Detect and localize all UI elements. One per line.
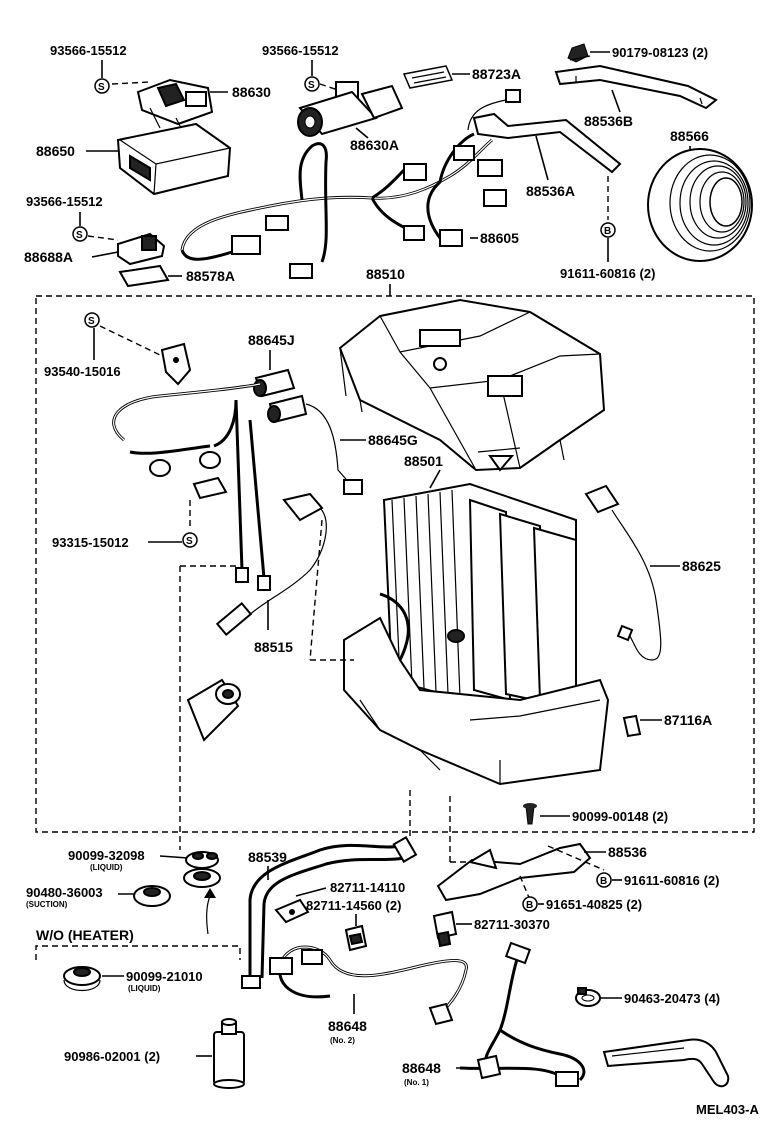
callout-88536A: 88536A xyxy=(526,183,575,199)
callout-88536: 88536 xyxy=(608,844,647,860)
callout-90099-32098: 90099-32098 xyxy=(68,848,145,863)
clamp-bracket xyxy=(160,342,192,386)
magnetic-clutch-relay-88630A xyxy=(297,81,404,137)
unit-assembly-boundary xyxy=(35,295,755,833)
callout-88648-no1: 88648 xyxy=(402,1060,441,1076)
callout-93566-15512-lower: 93566-15512 xyxy=(26,194,103,209)
drain-hose xyxy=(602,1038,730,1088)
callout-90179-08123: 90179-08123 (2) xyxy=(612,45,708,60)
callout-88536B: 88536B xyxy=(584,113,633,129)
callout-88625: 88625 xyxy=(682,558,721,574)
clamp-82711-14560 xyxy=(344,924,368,952)
callout-88648-no2-sub: (No. 2) xyxy=(330,1036,355,1045)
wire-harness-88648-no2 xyxy=(269,945,468,1026)
svg-text:S: S xyxy=(98,82,105,93)
callout-88645J: 88645J xyxy=(248,332,295,348)
callout-88501: 88501 xyxy=(404,453,443,469)
callout-88566: 88566 xyxy=(670,128,709,144)
svg-text:S: S xyxy=(76,230,83,241)
drier-filter xyxy=(186,678,241,742)
compressor-oil-90986-02001 xyxy=(213,1018,245,1089)
callout-93315-15012: 93315-15012 xyxy=(52,535,129,550)
callout-90480-36003-sub: (SUCTION) xyxy=(26,900,68,909)
thermostat-88515 xyxy=(215,492,327,637)
callout-90099-00148: 90099-00148 (2) xyxy=(572,809,668,824)
duct-seal-88566 xyxy=(647,148,753,262)
callout-88648-no2: 88648 xyxy=(328,1018,367,1034)
amplifier-88650 xyxy=(116,122,232,196)
bracket-88688A xyxy=(117,232,166,266)
callout-88688A: 88688A xyxy=(24,249,73,265)
svg-text:B: B xyxy=(600,876,607,887)
clip-82711-14110 xyxy=(274,898,310,924)
o-ring-90099-21010 xyxy=(63,966,101,992)
svg-text:B: B xyxy=(526,900,533,911)
bolt-b-symbol: B xyxy=(522,896,538,912)
relay-bracket-88630 xyxy=(136,78,214,131)
callout-93540-15016: 93540-15016 xyxy=(44,364,121,379)
svg-text:S: S xyxy=(308,80,315,91)
washer-s-symbol: S xyxy=(182,532,198,548)
bracket-88536 xyxy=(436,842,592,902)
svg-text:S: S xyxy=(186,536,193,547)
bolt-b-symbol: B xyxy=(596,872,612,888)
callout-82711-14560: 82711-14560 (2) xyxy=(306,898,401,913)
washer-s-symbol: S xyxy=(94,78,110,94)
callout-90099-21010: 90099-21010 xyxy=(126,969,203,984)
washer-s-symbol: S xyxy=(84,312,100,328)
callout-88510: 88510 xyxy=(366,266,405,282)
callout-88539: 88539 xyxy=(248,849,287,865)
pad-88578A xyxy=(118,264,170,288)
wire-harness-top xyxy=(180,89,521,279)
diagram-code: MEL403-A xyxy=(696,1102,759,1117)
connector-82711-30370 xyxy=(432,910,458,948)
callout-88723A: 88723A xyxy=(472,66,521,82)
thermistor-88645J xyxy=(253,368,308,424)
washer-s-symbol: S xyxy=(304,76,320,92)
hose-clamp-90463-20473 xyxy=(575,987,601,1007)
callout-91611-60816-top: 91611-60816 (2) xyxy=(560,266,655,281)
upper-case-88510 xyxy=(338,298,606,472)
callout-90986-02001: 90986-02001 (2) xyxy=(64,1049,160,1064)
clip-87116A xyxy=(622,714,642,738)
bolt-b-symbol: B xyxy=(600,222,616,238)
evaporator-88501 xyxy=(379,482,577,712)
washer-s-symbol: S xyxy=(72,226,88,242)
bracket-88536A xyxy=(472,112,622,174)
callout-82711-14110: 82711-14110 xyxy=(330,880,405,895)
callout-88650: 88650 xyxy=(36,143,75,159)
callout-90099-21010-sub: (LIQUID) xyxy=(128,984,161,993)
callout-88578A: 88578A xyxy=(186,268,235,284)
callout-91611-60816-bottom: 91611-60816 (2) xyxy=(624,873,719,888)
nut-90179-08123 xyxy=(567,43,591,63)
refrigerant-pipes xyxy=(112,382,271,591)
callout-88515: 88515 xyxy=(254,639,293,655)
section-wo-heater: W/O (HEATER) xyxy=(36,927,134,943)
wire-harness-88648-no1 xyxy=(459,941,586,1087)
callout-82711-30370: 82711-30370 xyxy=(474,917,550,932)
lower-case xyxy=(343,616,610,786)
o-ring-90480-36003 xyxy=(133,885,171,907)
callout-93566-15512-middle: 93566-15512 xyxy=(262,43,339,58)
svg-text:S: S xyxy=(88,316,95,327)
callout-90463-20473: 90463-20473 (4) xyxy=(624,991,720,1006)
callout-88605: 88605 xyxy=(480,230,519,246)
o-ring-90099-32098 xyxy=(183,851,221,888)
sensor-88625 xyxy=(584,484,662,661)
callout-88648-no1-sub: (No. 1) xyxy=(404,1078,429,1087)
callout-88630A: 88630A xyxy=(350,137,399,153)
callout-87116A: 87116A xyxy=(664,712,712,728)
callout-91651-40825: 91651-40825 (2) xyxy=(546,897,642,912)
hose-88539 xyxy=(241,835,418,989)
callout-88645G: 88645G xyxy=(368,432,418,448)
svg-text:B: B xyxy=(604,226,611,237)
callout-90480-36003: 90480-36003 xyxy=(26,885,103,900)
callout-93566-15512-left: 93566-15512 xyxy=(50,43,127,58)
callout-88630: 88630 xyxy=(232,84,271,100)
callout-90099-32098-sub: (LIQUID) xyxy=(90,863,123,872)
screw-90099-00148 xyxy=(523,803,537,825)
bracket-88536B xyxy=(554,64,718,110)
